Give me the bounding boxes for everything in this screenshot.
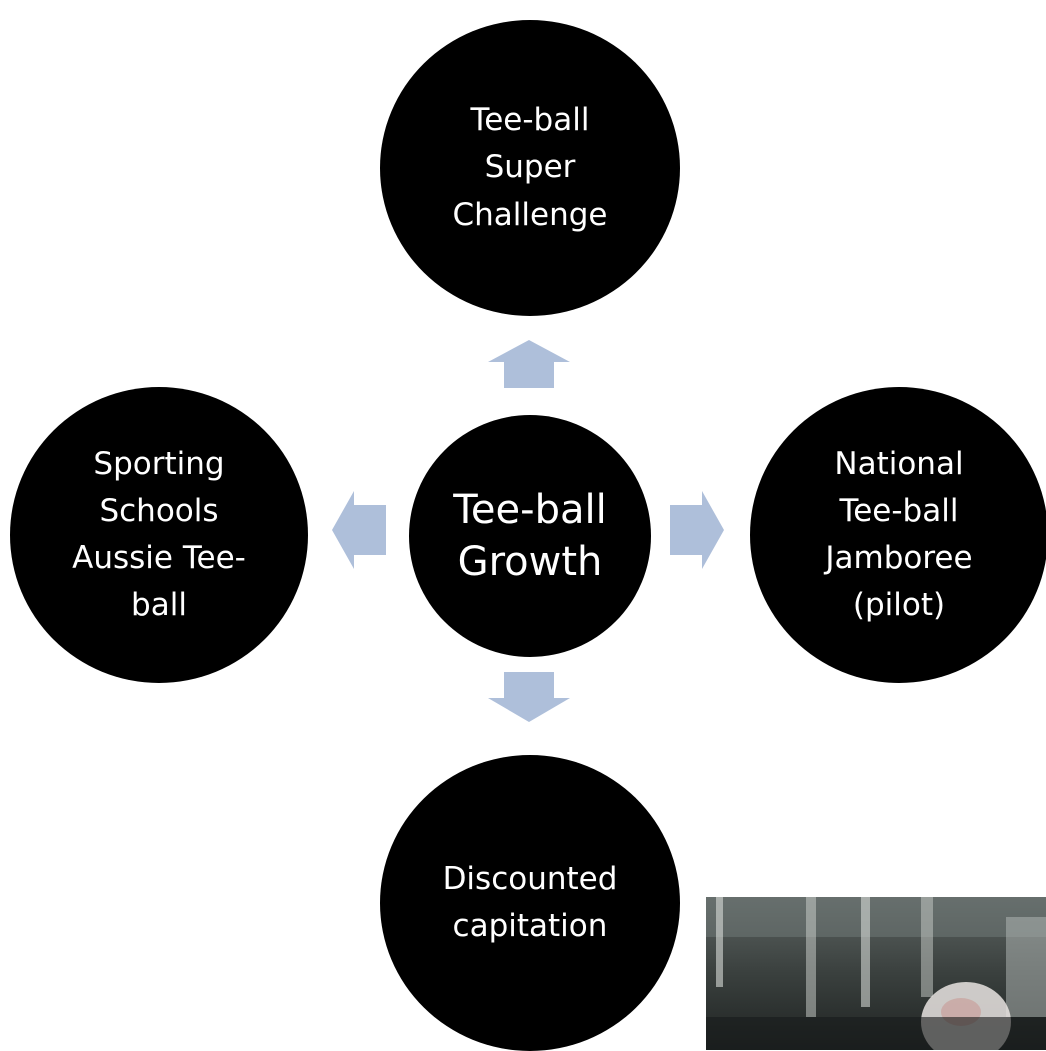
node-label: Discounted capitation (442, 860, 618, 944)
center-label: Tee-ball Growth (453, 487, 607, 585)
node-tee-ball-growth: Tee-ball Growth (409, 415, 651, 657)
node-discounted-capitation: Discounted capitation (380, 755, 680, 1051)
node-national-jamboree: National Tee-ball Jamboree (pilot) (750, 387, 1046, 683)
arrow-up-shape (488, 340, 570, 388)
node-label: Sporting Schools Aussie Tee- ball (72, 445, 246, 624)
arrow-left-shape (332, 491, 386, 569)
photo-image (706, 897, 1046, 1050)
arrow-left-icon (332, 491, 386, 569)
node-tee-ball-super-challenge: Tee-ball Super Challenge (380, 20, 680, 316)
arrow-right-shape (670, 491, 724, 569)
arrow-down-icon (488, 672, 570, 722)
node-sporting-schools: Sporting Schools Aussie Tee- ball (10, 387, 308, 683)
node-label: Tee-ball Super Challenge (452, 102, 608, 233)
photo-thumbnail (706, 897, 1046, 1050)
arrow-down-shape (488, 672, 570, 722)
arrow-up-icon (488, 340, 570, 388)
arrow-right-icon (670, 491, 724, 569)
node-label: National Tee-ball Jamboree (pilot) (825, 445, 973, 624)
